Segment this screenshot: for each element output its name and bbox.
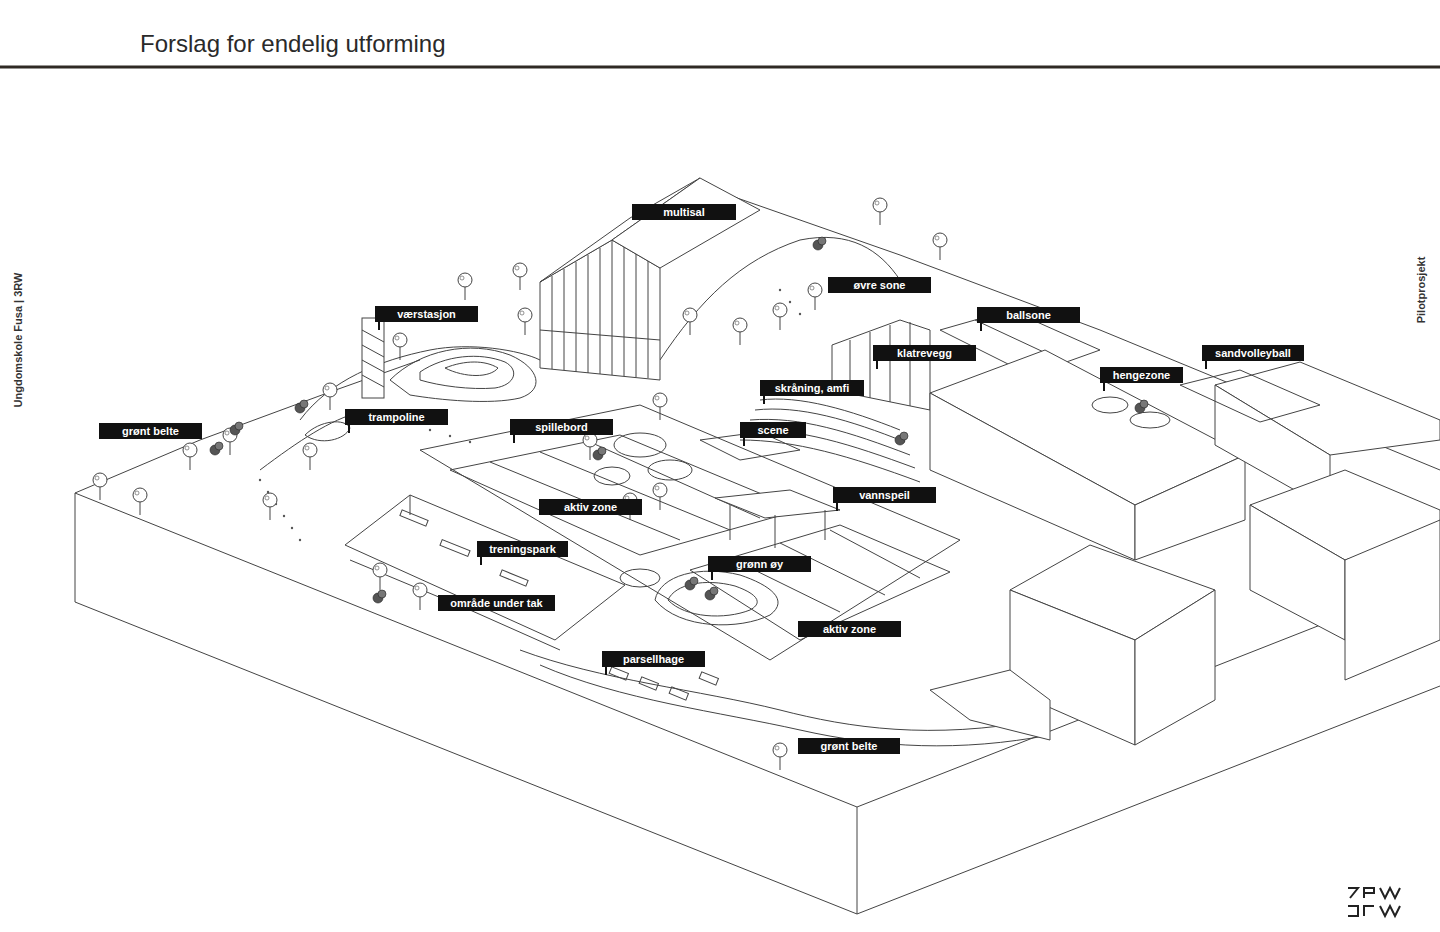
area-label: hengezone (1107, 369, 1176, 381)
area-tag: ballsone (977, 307, 1080, 323)
callout-tail (836, 503, 838, 511)
area-label: spillebord (529, 421, 594, 433)
area-label: ballsone (1000, 309, 1057, 321)
area-label: grønt belte (815, 740, 884, 752)
area-label: vannspeil (853, 489, 916, 501)
callout-tail (378, 322, 380, 330)
area-tag: grønn øy (708, 556, 811, 572)
area-label: værstasjon (391, 308, 462, 320)
area-label: parsellhage (617, 653, 690, 665)
area-label: klatrevegg (891, 347, 958, 359)
area-tag: hengezone (1100, 367, 1183, 383)
callout-tail (763, 396, 765, 404)
area-label: skråning, amfi (769, 382, 856, 394)
page-title: Forslag for endelig utforming (140, 30, 445, 58)
area-tag: værstasjon (375, 306, 478, 322)
callout-tail (1103, 383, 1105, 391)
callout-tail (605, 667, 607, 675)
area-label: multisal (657, 206, 711, 218)
area-tag: multisal (632, 204, 736, 220)
callout-tail (348, 425, 350, 433)
area-tag: sandvolleyball (1202, 345, 1304, 361)
area-tag: scene (740, 422, 806, 438)
area-label: sandvolleyball (1209, 347, 1297, 359)
area-tag: klatrevegg (873, 345, 976, 361)
area-tag: vannspeil (833, 487, 936, 503)
area-tag: grønt belte (798, 738, 900, 754)
side-note: Pilotprosjekt (1415, 257, 1427, 324)
area-tag: område under tak (438, 595, 555, 611)
area-tag: grønt belte (99, 423, 202, 439)
callout-tail (711, 572, 713, 580)
area-tag: skråning, amfi (760, 380, 864, 396)
area-label: område under tak (444, 597, 548, 609)
callout-tail (980, 323, 982, 331)
area-label: grønt belte (116, 425, 185, 437)
callout-tail (876, 361, 878, 369)
area-label: aktiv zone (558, 501, 623, 513)
callout-tail (513, 435, 515, 443)
area-label: scene (751, 424, 794, 436)
area-tag: øvre sone (828, 277, 931, 293)
area-tag: spillebord (510, 419, 613, 435)
area-tag: treningspark (477, 541, 568, 557)
area-label: trampoline (362, 411, 430, 423)
area-tag: aktiv zone (798, 621, 901, 637)
area-tag: parsellhage (602, 651, 705, 667)
area-label: treningspark (483, 543, 562, 555)
area-label: grønn øy (730, 558, 789, 570)
area-tag: aktiv zone (539, 499, 642, 515)
area-label: aktiv zone (817, 623, 882, 635)
area-tag: trampoline (345, 409, 448, 425)
callout-tail (743, 438, 745, 446)
callout-tail (480, 557, 482, 565)
callout-tail (1205, 361, 1207, 369)
side-note: Ungdomskole Fusa | 3RW (12, 273, 24, 408)
area-label: øvre sone (848, 279, 912, 291)
